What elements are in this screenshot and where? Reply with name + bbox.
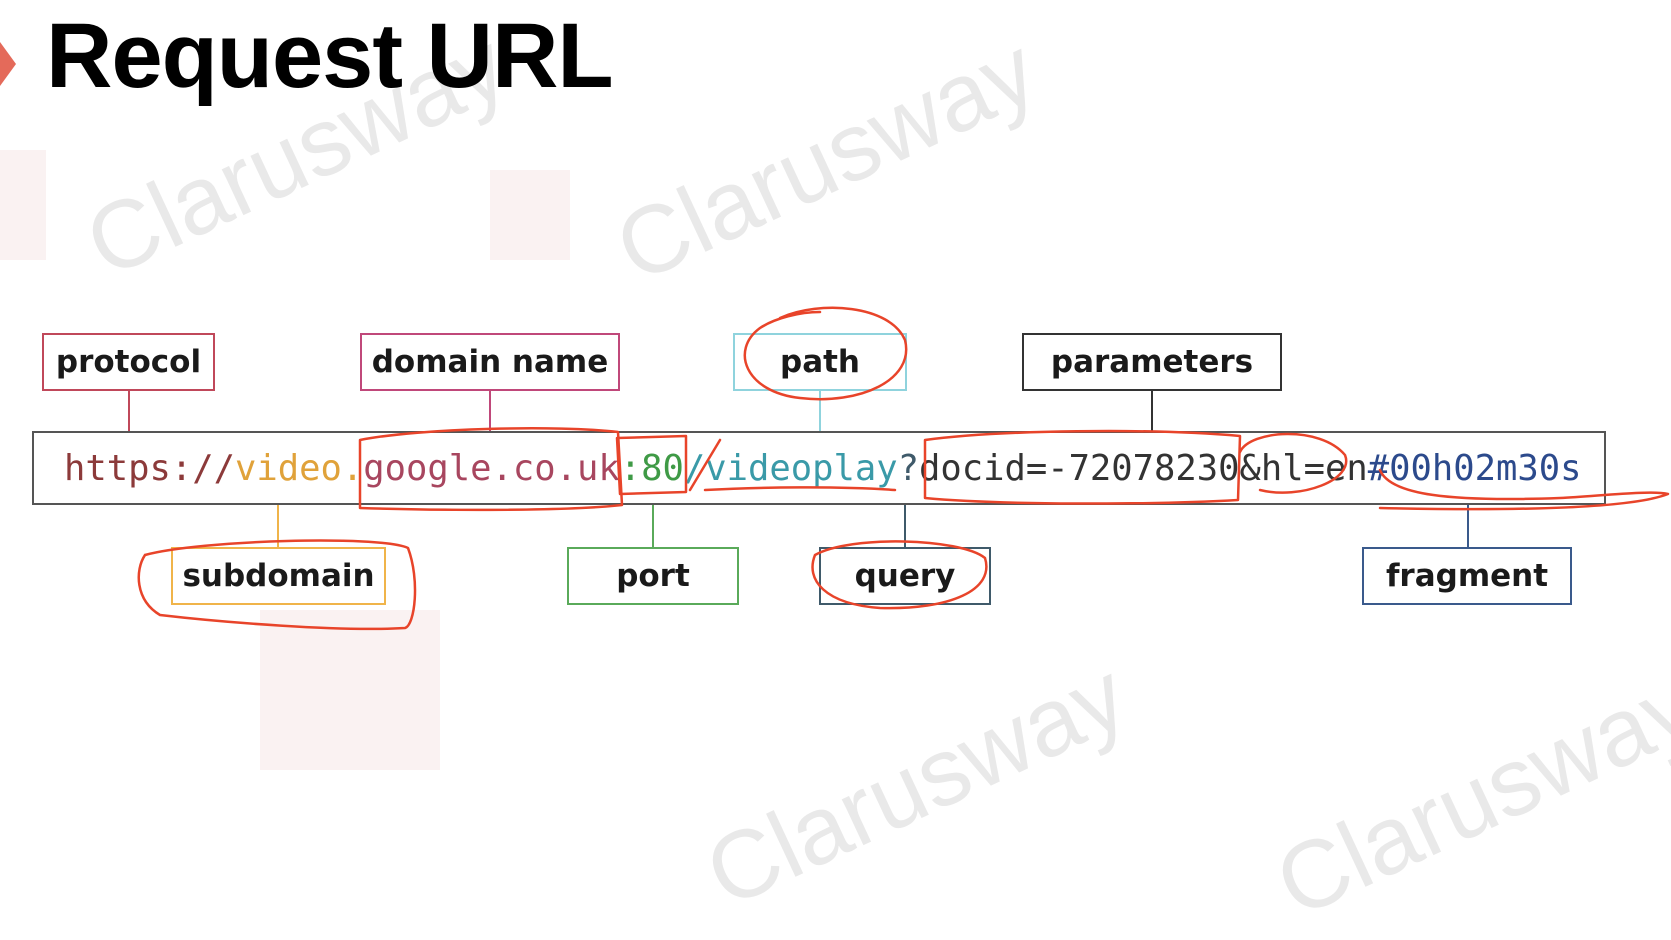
label-path: path — [733, 333, 907, 391]
page-title: Request URL — [46, 5, 614, 107]
connector-fragment — [1467, 505, 1469, 547]
url-subdomain: video. — [234, 447, 364, 489]
label-port: port — [567, 547, 739, 605]
connector-path — [819, 391, 821, 431]
connector-parameters — [1151, 391, 1153, 431]
watermark-text: Clarusway — [600, 16, 1052, 303]
url-query: ? — [897, 447, 919, 489]
connector-protocol — [128, 391, 130, 431]
label-query: query — [819, 547, 991, 605]
watermark-logo — [260, 610, 440, 770]
watermark-logo — [0, 150, 46, 260]
label-protocol: protocol — [42, 333, 215, 391]
connector-subdomain — [277, 505, 279, 547]
watermark-text: Clarusway — [690, 641, 1142, 928]
url-domain: google.co.uk — [363, 447, 620, 489]
connector-port — [652, 505, 654, 547]
label-subdomain: subdomain — [171, 547, 386, 605]
watermark-logo — [490, 170, 570, 260]
url-port: :80 — [619, 447, 684, 489]
connector-domain-name — [489, 391, 491, 431]
url-parameters: docid=-72078230&hl=en — [918, 447, 1368, 489]
label-fragment: fragment — [1362, 547, 1572, 605]
label-domain-name: domain name — [360, 333, 620, 391]
url-protocol: https:// — [64, 447, 235, 489]
url-fragment: #00h02m30s — [1367, 447, 1582, 489]
url-display: https://video.google.co.uk:80/videoplay?… — [32, 431, 1606, 505]
bullet-arrow-icon — [0, 42, 16, 86]
watermark-text: Clarusway — [1260, 651, 1671, 938]
label-parameters: parameters — [1022, 333, 1282, 391]
connector-query — [904, 505, 906, 547]
url-path: /videoplay — [683, 447, 898, 489]
